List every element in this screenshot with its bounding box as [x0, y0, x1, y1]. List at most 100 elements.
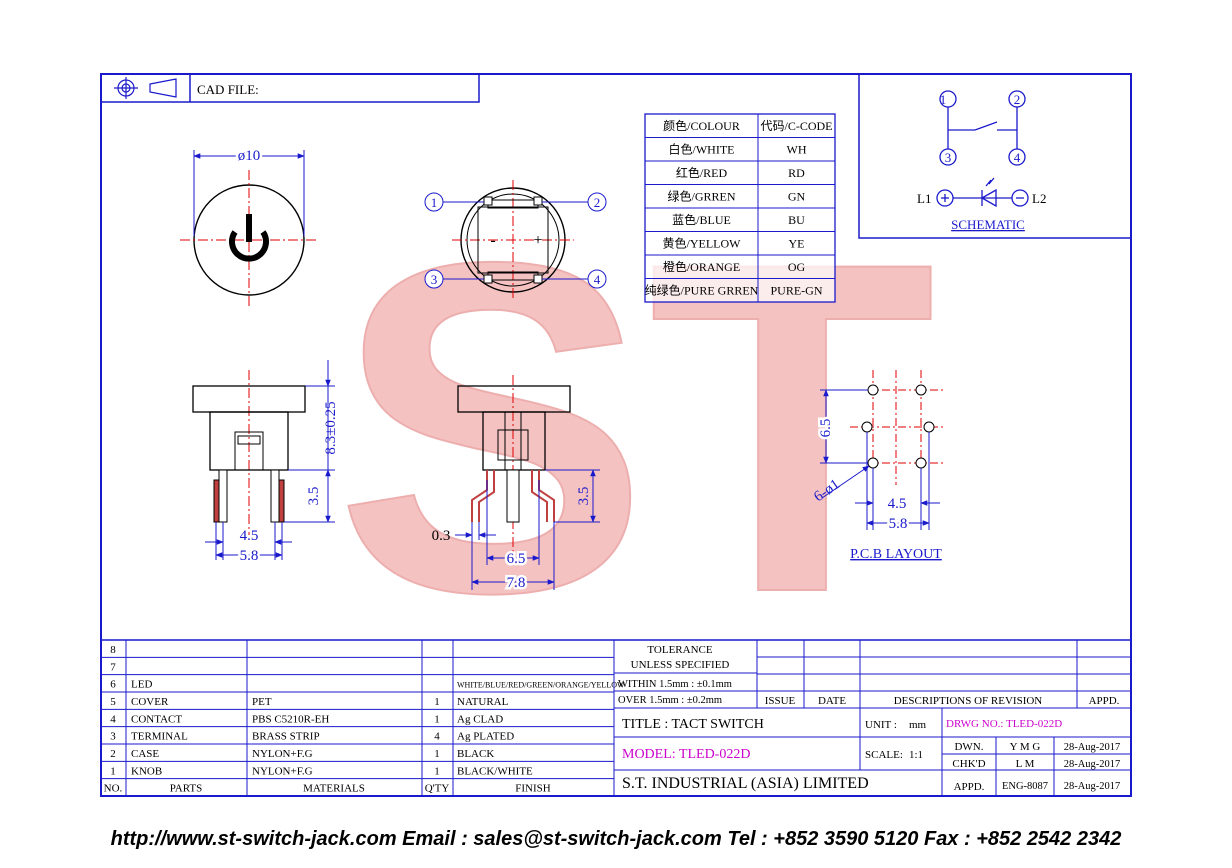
dim-thickness: 0.3 [432, 528, 451, 544]
part-finish: Ag CLAD [457, 713, 503, 725]
colour-code: PURE-GN [770, 284, 822, 298]
part-qty: 1 [434, 748, 440, 760]
pcb-layout-label: P.C.B LAYOUT [850, 547, 942, 562]
header-materials: MATERIALS [303, 783, 365, 795]
header-no: NO. [104, 783, 123, 795]
part-finish: BLACK/WHITE [457, 765, 533, 777]
part-material: PBS C5210R-EH [252, 713, 329, 725]
part-no: 2 [110, 748, 116, 760]
plus-label: + [533, 232, 542, 249]
part-no: 3 [110, 731, 116, 743]
dim-pcb-vertical: 6.5 [818, 419, 834, 438]
schematic-box: 1 2 3 4 L1 L2 SCHEMATIC [858, 73, 1132, 239]
dwn-value: Y M G [1010, 741, 1041, 753]
unit-label: UNIT : [865, 719, 897, 731]
colour-code: 代码/C-CODE [760, 119, 832, 133]
dwn-date: 28-Aug-2017 [1064, 742, 1121, 753]
colour-code: OG [788, 260, 806, 274]
dim-pin-length-mid: 3.5 [576, 487, 592, 506]
part-no: 4 [110, 713, 116, 725]
colour-code: GN [788, 190, 806, 204]
rev-date: DATE [818, 695, 846, 707]
power-symbol-icon [229, 230, 269, 262]
schem-l2: L2 [1032, 191, 1046, 206]
part-no: 5 [110, 696, 116, 708]
dim-width-left: 5.8 [240, 548, 259, 564]
schem-pin-2: 2 [1014, 92, 1021, 107]
top-view: ø10 [180, 146, 318, 308]
tolerance-sub: UNLESS SPECIFIED [631, 659, 730, 671]
part-qty: 1 [434, 765, 440, 777]
tolerance-over: OVER 1.5mm : ±0.2mm [618, 695, 722, 706]
part-qty: 1 [434, 696, 440, 708]
part-material: NYLON+F.G [252, 748, 313, 760]
model-text: MODEL: TLED-022D [622, 747, 750, 762]
part-name: CONTACT [131, 713, 182, 725]
schem-pin-3: 3 [945, 150, 952, 165]
chkd-label: CHK'D [952, 758, 985, 770]
projection-symbol-icon [114, 77, 177, 99]
side-view-left: 8.3±0.25 3.5 4.5 5.8 [192, 360, 339, 567]
scale-label: SCALE: [865, 749, 903, 761]
colour-code: YE [789, 237, 805, 251]
header-finish: FINISH [515, 783, 551, 795]
colour-name: 颜色/COLOUR [663, 118, 740, 133]
svg-text:ST: ST [335, 165, 936, 690]
pcb-layout: 6.5 6-ø1 4.5 5.8 P.C.B LAYOUT [811, 370, 945, 562]
dim-height: 8.3±0.25 [323, 401, 339, 454]
minus-label: - [490, 232, 495, 249]
pin-view: - + 1 2 3 4 [424, 180, 607, 300]
scale-value: 1:1 [909, 749, 923, 761]
company-name: S.T. INDUSTRIAL (ASIA) LIMITED [622, 775, 869, 792]
dim-pin-length-left: 3.5 [306, 487, 322, 506]
schem-pin-1: 1 [940, 92, 947, 107]
appd-value: ENG-8087 [1002, 781, 1048, 792]
colour-name: 白色/WHITE [669, 142, 735, 157]
colour-name: 红色/RED [676, 165, 728, 180]
part-qty: 1 [434, 713, 440, 725]
part-name: LED [131, 679, 152, 691]
colour-code: WH [787, 143, 807, 157]
colour-code: BU [788, 213, 805, 227]
part-name: CASE [131, 748, 159, 760]
appd-label: APPD. [954, 781, 985, 793]
dim-diameter: ø10 [238, 148, 261, 164]
cad-file-label: CAD FILE: [197, 82, 259, 97]
pin-3-label: 3 [431, 272, 438, 287]
chkd-value: L M [1016, 758, 1035, 770]
rev-appd: APPD. [1089, 695, 1120, 707]
schem-pin-4: 4 [1014, 150, 1021, 165]
schem-l1: L1 [917, 191, 931, 206]
dim-pitch-left: 4.5 [240, 528, 259, 544]
part-material: NYLON+F.G [252, 765, 313, 777]
part-no: 1 [110, 765, 116, 777]
watermark: ST [334, 164, 937, 691]
header-parts: PARTS [170, 783, 203, 795]
rev-issue: ISSUE [765, 695, 796, 707]
part-no: 8 [110, 644, 116, 656]
part-finish: NATURAL [457, 696, 509, 708]
dim-pcb-width: 5.8 [889, 516, 908, 532]
schematic-label: SCHEMATIC [951, 217, 1025, 232]
rev-desc: DESCRIPTIONS OF REVISION [894, 695, 1043, 707]
dim-width-mid: 7.8 [507, 575, 526, 591]
dwn-label: DWN. [954, 741, 983, 753]
cad-header: CAD FILE: [100, 73, 480, 103]
part-finish: Ag PLATED [457, 731, 514, 743]
title-text: TITLE : TACT SWITCH [622, 717, 764, 732]
part-no: 7 [110, 661, 116, 673]
part-material: PET [252, 696, 272, 708]
part-qty: 4 [434, 731, 440, 743]
chkd-date: 28-Aug-2017 [1064, 759, 1121, 770]
colour-name: 黄色/YELLOW [663, 237, 742, 251]
tolerance-within: WITHIN 1.5mm : ±0.1mm [618, 679, 732, 690]
part-name: COVER [131, 696, 169, 708]
pin-4-label: 4 [594, 272, 601, 287]
part-material: BRASS STRIP [252, 731, 320, 743]
appd-date: 28-Aug-2017 [1064, 781, 1121, 792]
pin-2-label: 2 [594, 195, 601, 210]
header-qty: Q'TY [425, 783, 450, 795]
